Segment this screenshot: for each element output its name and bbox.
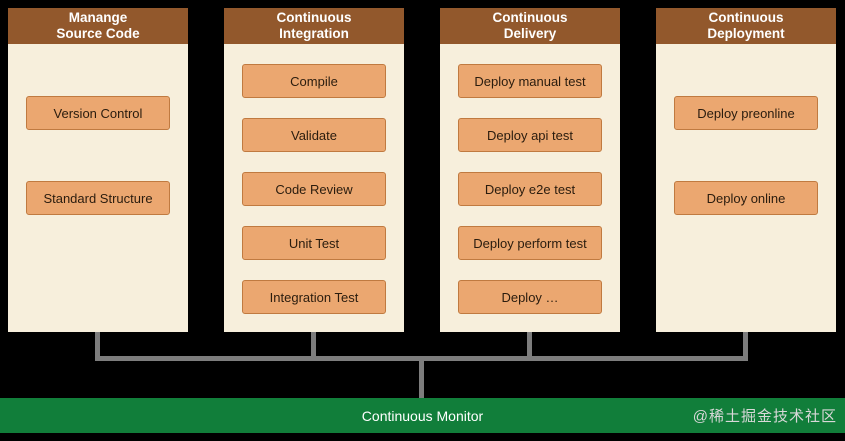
column-header: Continuous Delivery — [440, 8, 620, 44]
pipeline-step: Compile — [242, 64, 386, 98]
pipeline-columns: Manange Source Code Version Control Stan… — [8, 8, 836, 332]
column-header: Continuous Integration — [224, 8, 404, 44]
column-continuous-deployment: Continuous Deployment Deploy preonline D… — [656, 8, 836, 332]
pipeline-step: Deploy preonline — [674, 96, 818, 130]
column-header: Continuous Deployment — [656, 8, 836, 44]
connector-center-drop — [419, 361, 424, 398]
pipeline-step: Deploy online — [674, 181, 818, 215]
column-continuous-integration: Continuous Integration Compile Validate … — [224, 8, 404, 332]
column-manage-source-code: Manange Source Code Version Control Stan… — [8, 8, 188, 332]
pipeline-step: Validate — [242, 118, 386, 152]
pipeline-step: Version Control — [26, 96, 170, 130]
pipeline-step: Deploy … — [458, 280, 602, 314]
pipeline-step: Deploy api test — [458, 118, 602, 152]
column-body: Compile Validate Code Review Unit Test I… — [224, 44, 404, 332]
pipeline-step: Standard Structure — [26, 181, 170, 215]
connector-stub-3 — [527, 332, 532, 361]
pipeline-step: Code Review — [242, 172, 386, 206]
watermark: @稀土掘金技术社区 — [692, 408, 837, 425]
pipeline-step: Deploy e2e test — [458, 172, 602, 206]
monitor-label: Continuous Monitor — [361, 407, 484, 424]
column-body: Deploy preonline Deploy online — [656, 44, 836, 332]
pipeline-step: Deploy manual test — [458, 64, 602, 98]
pipeline-step: Unit Test — [242, 226, 386, 260]
continuous-monitor-bar: Continuous Monitor @稀土掘金技术社区 — [0, 398, 845, 433]
pipeline-step: Integration Test — [242, 280, 386, 314]
connector-stub-2 — [311, 332, 316, 361]
connector-stub-4 — [743, 332, 748, 361]
column-header: Manange Source Code — [8, 8, 188, 44]
column-body: Deploy manual test Deploy api test Deplo… — [440, 44, 620, 332]
connector-stub-1 — [95, 332, 100, 361]
pipeline-step: Deploy perform test — [458, 226, 602, 260]
column-continuous-delivery: Continuous Delivery Deploy manual test D… — [440, 8, 620, 332]
column-body: Version Control Standard Structure — [8, 44, 188, 332]
connector-horizontal-rail — [95, 356, 748, 361]
